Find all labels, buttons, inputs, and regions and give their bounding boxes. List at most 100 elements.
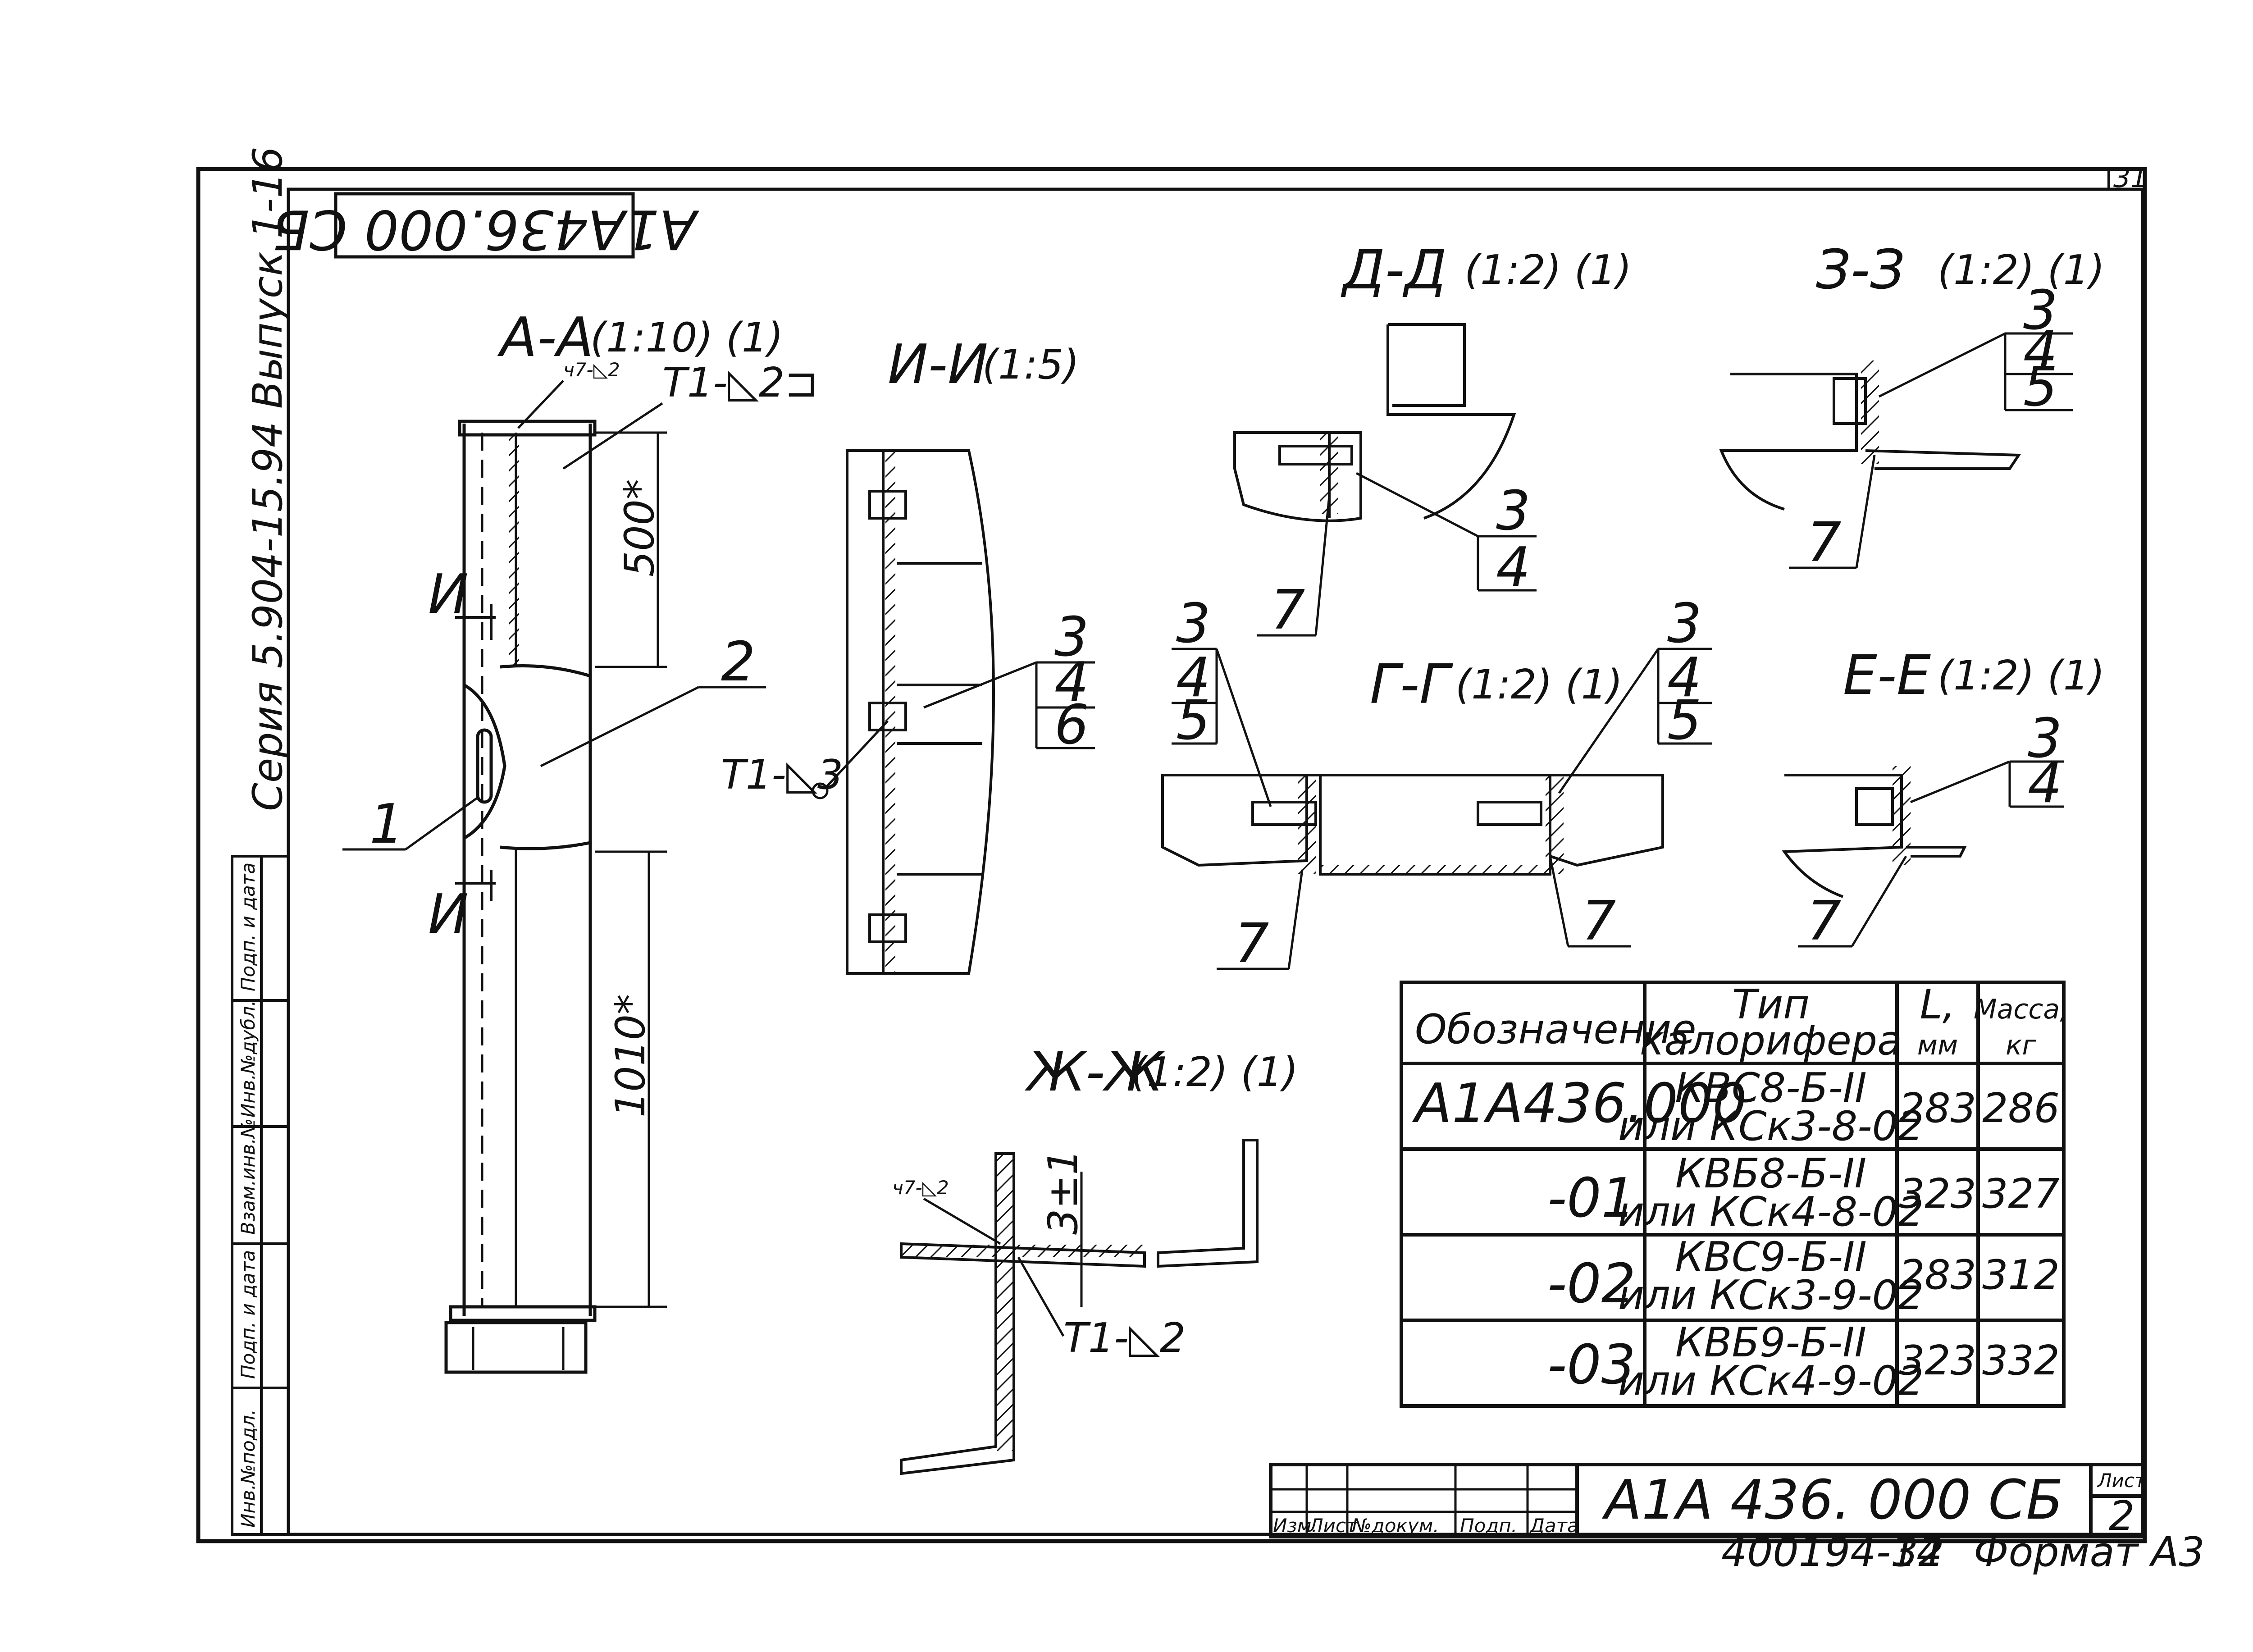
title-block-cols: Изм. Лист №докум. Подп. Дата	[1273, 1515, 1579, 1537]
callout-gg-left-7: 7	[1235, 913, 1269, 975]
dim-500: 500*	[616, 479, 663, 577]
view-dd-scale: (1:2) (1)	[1464, 246, 1632, 294]
side-stamp-labels: Подп. и дата Инв.№дубл. Взам.инв.№ Подп.…	[237, 863, 259, 1528]
row3-type-2: или КСк4-9-02	[1618, 1357, 1924, 1405]
side-stamp	[231, 855, 290, 1536]
view-zz: З-З (1:2) (1) 3 4 5 7	[1719, 239, 2105, 574]
callout-ii-6: 6	[1054, 694, 1089, 757]
row0-mass: 286	[1982, 1085, 2060, 1132]
callout-ee-3: 3	[2028, 707, 2062, 770]
callout-dd-4: 4	[1496, 536, 1530, 599]
row3-designation: -03	[1547, 1334, 1636, 1396]
side-stamp-label-4: Инв.№дубл.	[237, 1000, 259, 1118]
callout-gg-right-3: 3	[1667, 593, 1701, 655]
dim-1010: 1010*	[607, 994, 654, 1118]
side-stamp-label-5: Подп. и дата	[237, 863, 259, 991]
callout-stack-ii	[923, 661, 1095, 749]
callout-ee-7: 7	[1807, 890, 1841, 953]
callout-aa-2: 2	[721, 631, 755, 694]
row2-type-1: КВС9-Б-II	[1675, 1233, 1867, 1281]
view-ee: Е-Е (1:2) (1) 3 4 7	[1782, 644, 2105, 953]
dim-1010-line	[595, 850, 667, 1308]
tb-sheet-value: 2	[2109, 1492, 2134, 1540]
callout-ii-4: 4	[1054, 651, 1089, 714]
view-ii-scale: (1:5)	[982, 341, 1079, 388]
tb-col-date: Дата	[1529, 1515, 1579, 1537]
row1-designation: -01	[1547, 1167, 1636, 1230]
title-block	[1269, 1463, 2144, 1538]
dim-500-line	[595, 431, 667, 668]
view-gg-scale: (1:2) (1)	[1455, 661, 1623, 708]
tb-col-list: Лист	[1308, 1515, 1358, 1537]
callout-zz-4: 4	[2023, 320, 2057, 383]
th-type-2: калорифера	[1640, 1017, 1902, 1064]
callout-zz-7: 7	[1807, 511, 1841, 574]
th-mass-2: кг	[2006, 1030, 2036, 1061]
callout-dd-7: 7	[1271, 579, 1305, 642]
view-zh-title: Ж-Ж	[1024, 1041, 1166, 1104]
weld-ii: Т1-◺3	[721, 751, 843, 799]
tb-col-izm: Изм.	[1273, 1515, 1318, 1537]
view-ii: И-И (1:5) Т1-◺3 3 4 6	[721, 333, 1095, 975]
callout-gg-left-4: 4	[1176, 647, 1210, 709]
footer-page: 32	[1893, 1529, 1944, 1576]
row1-mass: 327	[1982, 1170, 2060, 1218]
ee-hatch	[1893, 766, 1911, 865]
view-ee-scale: (1:2) (1)	[1938, 652, 2105, 699]
row2-mass: 312	[1982, 1251, 2060, 1299]
view-zz-scale: (1:2) (1)	[1938, 246, 2105, 294]
weld-small-aa: ч7-◺2	[563, 359, 620, 381]
th-designation: Обозначение	[1415, 1006, 1697, 1053]
callout-gg-left-5: 5	[1176, 689, 1210, 752]
ii-hatch-strip	[885, 451, 895, 973]
section-mark-bottom: И	[428, 883, 469, 946]
zh-hatch-h	[901, 1245, 1145, 1257]
callout-zz-5: 5	[2023, 356, 2057, 419]
view-aa: А-А (1:10) (1)	[342, 306, 819, 1374]
rotated-doc-code-text: А1А436.000 СБ	[272, 197, 699, 260]
callout-zz-3: 3	[2023, 279, 2057, 342]
callout-ii-3: 3	[1054, 606, 1089, 669]
callout-gg-right-5: 5	[1667, 689, 1701, 752]
row3-type-1: КВБ9-Б-II	[1675, 1319, 1866, 1366]
row0-type-2: или КСк3-8-02	[1618, 1103, 1924, 1150]
tb-sheet-label: Лист	[2097, 1469, 2146, 1492]
row1-l: 323	[1899, 1170, 1976, 1218]
section-mark-top: И	[428, 563, 469, 626]
row3-l: 323	[1899, 1337, 1976, 1384]
view-dd: Д-Д (1:2) (1) 3 4 7	[1233, 239, 1632, 642]
view-gg-title: Г-Г	[1370, 653, 1453, 716]
gg-hatch-left	[1298, 775, 1316, 874]
duct-hatched-wall	[509, 433, 519, 667]
row0-l: 283	[1899, 1085, 1976, 1132]
side-stamp-label-3: Взам.инв.№	[237, 1118, 259, 1235]
side-stamp-label-1: Инв.№подл.	[237, 1409, 259, 1528]
th-type-1: Тип	[1732, 981, 1810, 1028]
row3-mass: 332	[1982, 1337, 2060, 1384]
zh-dim: 3±1	[1040, 1149, 1087, 1235]
view-zh: Ж-Ж (1:2) (1) ч7-◺2 3±1 Т1-◺2	[892, 1041, 1298, 1475]
view-aa-title: А-А	[497, 306, 593, 369]
callout-gg-right-4: 4	[1667, 647, 1701, 709]
zh-hatch-v	[997, 1154, 1013, 1451]
view-zh-scale: (1:2) (1)	[1131, 1049, 1298, 1096]
callout-gg-right-7: 7	[1582, 890, 1616, 953]
row1-type-2: или КСк4-8-02	[1618, 1188, 1924, 1236]
row2-designation: -02	[1547, 1253, 1636, 1315]
view-ii-title: И-И	[888, 333, 988, 396]
view-ee-title: Е-Е	[1843, 644, 1931, 707]
gg-hatch-bottom	[1320, 865, 1546, 874]
footer-format: Формат А3	[1974, 1529, 2205, 1576]
spec-table	[1400, 981, 2066, 1408]
callout-gg-left-3: 3	[1176, 593, 1210, 655]
zh-weld-small: ч7-◺2	[892, 1177, 949, 1199]
view-aa-scale: (1:10) (1)	[590, 314, 783, 361]
tb-col-doc: №докум.	[1351, 1515, 1439, 1537]
view-zz-title: З-З	[1816, 239, 1905, 301]
callout-aa-1: 1	[369, 793, 404, 856]
view-dd-title: Д-Д	[1341, 239, 1447, 301]
row2-l: 283	[1899, 1251, 1976, 1299]
callout-dd-3: 3	[1496, 480, 1530, 543]
side-stamp-label-2: Подп. и дата	[237, 1250, 259, 1379]
